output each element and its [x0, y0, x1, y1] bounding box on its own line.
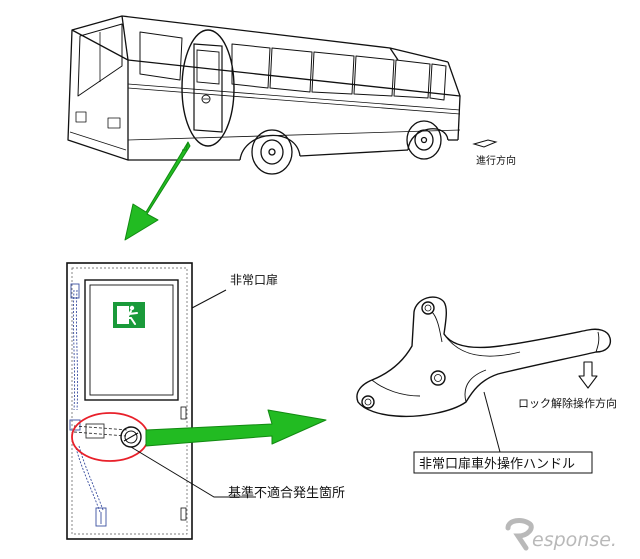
door-to-handle-arrow — [145, 409, 327, 447]
down-arrow-icon — [578, 361, 598, 389]
emergency-exit-pictogram-icon — [113, 302, 145, 328]
bus-emergency-door — [181, 29, 235, 147]
direction-of-travel-label: 進行方向 — [476, 154, 516, 167]
emergency-door-leader — [191, 289, 227, 309]
emergency-door-label: 非常口扉 — [230, 273, 278, 287]
defect-location-label: 基準不適合発生箇所 — [228, 485, 345, 501]
exterior-handle-leader — [483, 391, 501, 453]
exterior-handle-label: 非常口扉車外操作ハンドル — [419, 456, 575, 472]
watermark-text: esponse. — [532, 529, 617, 551]
response-logo-icon — [505, 518, 534, 551]
exterior-handle-illustration — [356, 296, 612, 418]
bus-to-door-arrow — [124, 141, 191, 241]
direction-arrow-icon — [472, 139, 498, 148]
lock-release-direction-label: ロック解除操作方向 — [518, 396, 617, 410]
door-detail — [66, 262, 193, 540]
bus-illustration — [67, 15, 461, 175]
exterior-handle-label-box — [413, 451, 593, 474]
defect-location-leader — [130, 446, 256, 498]
